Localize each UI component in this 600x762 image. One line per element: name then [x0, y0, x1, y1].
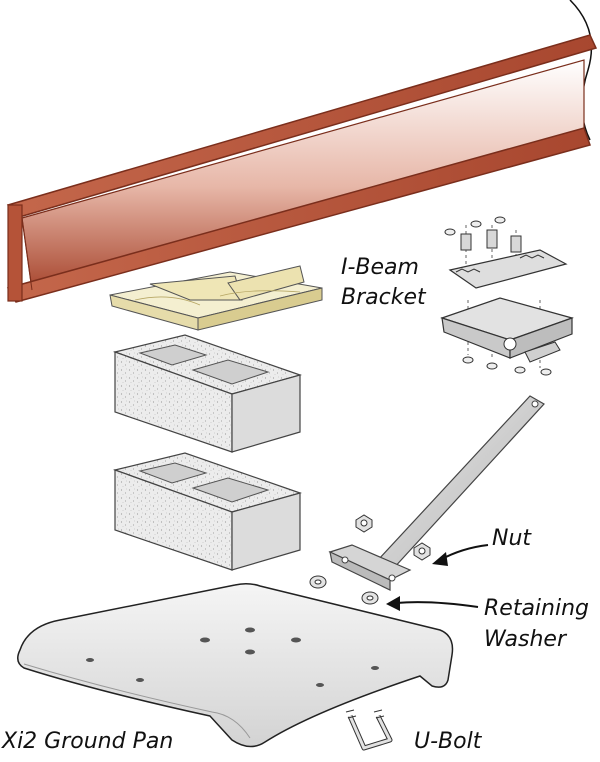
- i-beam: [6, 34, 598, 303]
- u-bolt-part: [345, 709, 393, 751]
- ground-pan-label: Xi2 Ground Pan: [1, 729, 173, 754]
- retaining-washer-label-line2: Washer: [484, 627, 568, 652]
- washer-arrow: [386, 596, 479, 611]
- ground-pan: [17, 582, 454, 748]
- retaining-washer-parts: [309, 575, 379, 605]
- ibeam-bracket-exploded: [440, 216, 574, 376]
- concrete-block-bottom: [112, 452, 303, 571]
- nut-arrow: [432, 544, 489, 566]
- concrete-block-top: [112, 334, 303, 453]
- ibeam-bracket-label-line1: I-Beam: [341, 255, 419, 280]
- retaining-washer-label-line1: Retaining: [484, 596, 589, 621]
- u-bolt-label: U-Bolt: [414, 729, 483, 754]
- nut-parts: [355, 514, 431, 561]
- ibeam-bracket-label-line2: Bracket: [341, 285, 427, 310]
- brace-rod: [328, 395, 545, 591]
- wood-shims: [109, 265, 323, 331]
- nut-label: Nut: [492, 526, 532, 551]
